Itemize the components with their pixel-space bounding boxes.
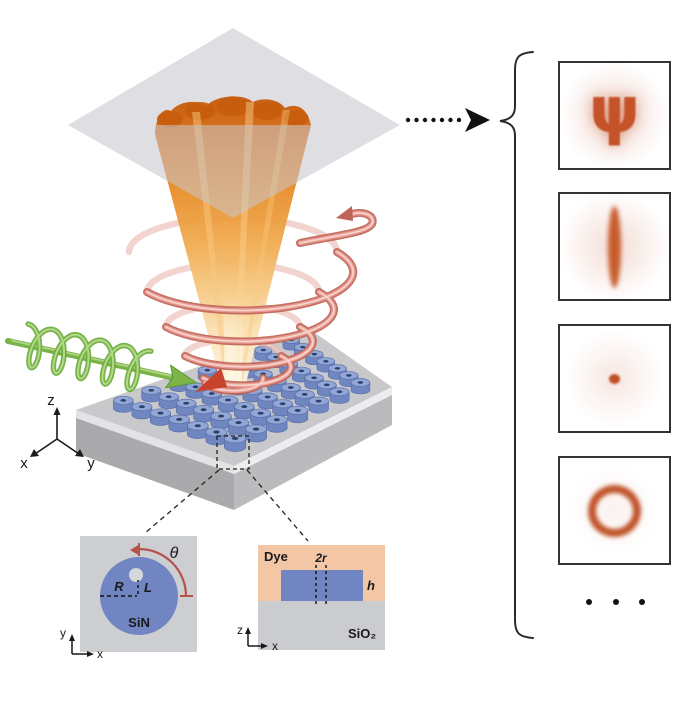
output-brace xyxy=(499,51,534,639)
diameter-dashed-lines xyxy=(315,565,327,605)
pillar xyxy=(350,378,371,395)
x-axis-label: x xyxy=(20,455,28,472)
pillar xyxy=(227,417,250,436)
pillar xyxy=(201,389,222,406)
emission-pattern-panel-psi: ψ xyxy=(558,61,671,170)
inset-top-view: θ R L SiN y x xyxy=(60,536,197,661)
line-pattern-shape xyxy=(608,205,621,288)
psi-glyph: ψ xyxy=(589,73,640,148)
slab-left-face xyxy=(76,418,234,510)
pillar xyxy=(266,415,288,433)
ellipsis-dot xyxy=(639,599,645,605)
slab-right-dye-band xyxy=(234,387,392,474)
ellipsis-dot xyxy=(612,599,619,605)
pillar xyxy=(257,392,278,410)
ellipsis-dot xyxy=(586,599,592,605)
sin-disk xyxy=(100,557,178,635)
pillar xyxy=(141,385,162,403)
top-view-x-label: x xyxy=(97,647,103,661)
pillar xyxy=(131,402,153,420)
sio2-label: SiO₂ xyxy=(348,626,376,641)
top-view-axes xyxy=(69,634,94,657)
inset-connector-right xyxy=(246,469,309,542)
top-view-y-label: y xyxy=(60,626,66,640)
pillar xyxy=(210,411,232,429)
pillar xyxy=(113,395,134,413)
z-axis-label: z xyxy=(47,392,55,409)
side-view-axes xyxy=(245,627,268,649)
sio2-substrate xyxy=(258,601,385,650)
slab-left-dye-band xyxy=(76,410,234,474)
emission-spiral xyxy=(143,206,377,395)
pump-beam-arrowhead xyxy=(164,364,198,389)
pillar xyxy=(158,392,179,410)
pillar xyxy=(308,396,329,414)
inset-connector-left xyxy=(144,469,220,534)
offset-label: L xyxy=(144,580,152,595)
slab-right-face xyxy=(234,395,392,510)
pillar xyxy=(186,420,209,439)
theta-label: θ xyxy=(170,545,179,562)
pillar xyxy=(287,405,309,424)
dye-label: Dye xyxy=(264,549,288,564)
emission-pattern-panel-line xyxy=(558,192,671,301)
pillar-cross-section xyxy=(281,570,363,601)
radius-label: R xyxy=(114,579,124,594)
height-label: h xyxy=(367,578,375,593)
output-dotted-arrow xyxy=(405,108,490,132)
pillar xyxy=(329,387,350,404)
dotted-arrow-head xyxy=(465,108,490,132)
axes-main: z x y xyxy=(20,392,95,472)
emission-pattern-panel-ring xyxy=(558,456,671,565)
pillar xyxy=(245,424,267,443)
theta-arc-arrowhead xyxy=(130,544,140,556)
ring-pattern-shape xyxy=(588,484,641,537)
sin-material-label: SiN xyxy=(128,615,150,630)
theta-arc xyxy=(138,547,188,597)
dot-pattern-shape xyxy=(609,373,620,384)
pillar xyxy=(175,398,197,416)
ellipsis-dots xyxy=(586,599,645,605)
spiral-curl-arrowhead xyxy=(336,206,353,221)
pattern-glow xyxy=(560,63,669,168)
emission-pattern-panel-dot xyxy=(558,324,671,433)
spiral-tip-arrowhead xyxy=(195,368,227,392)
pillar xyxy=(150,408,171,426)
inset-side-view: 2r Dye h SiO₂ z x xyxy=(237,545,385,653)
pump-beam xyxy=(5,321,198,393)
projection-plane-front-half xyxy=(155,125,311,218)
air-hole xyxy=(129,568,143,582)
side-view-z-label: z xyxy=(237,623,243,637)
pump-beam-coil-highlight xyxy=(27,322,152,391)
diameter-label: 2r xyxy=(314,551,328,565)
side-view-x-label: x xyxy=(272,639,278,653)
pillar xyxy=(168,414,190,433)
unit-cell-dashed-box xyxy=(216,435,250,470)
y-axis-label: y xyxy=(87,455,95,472)
